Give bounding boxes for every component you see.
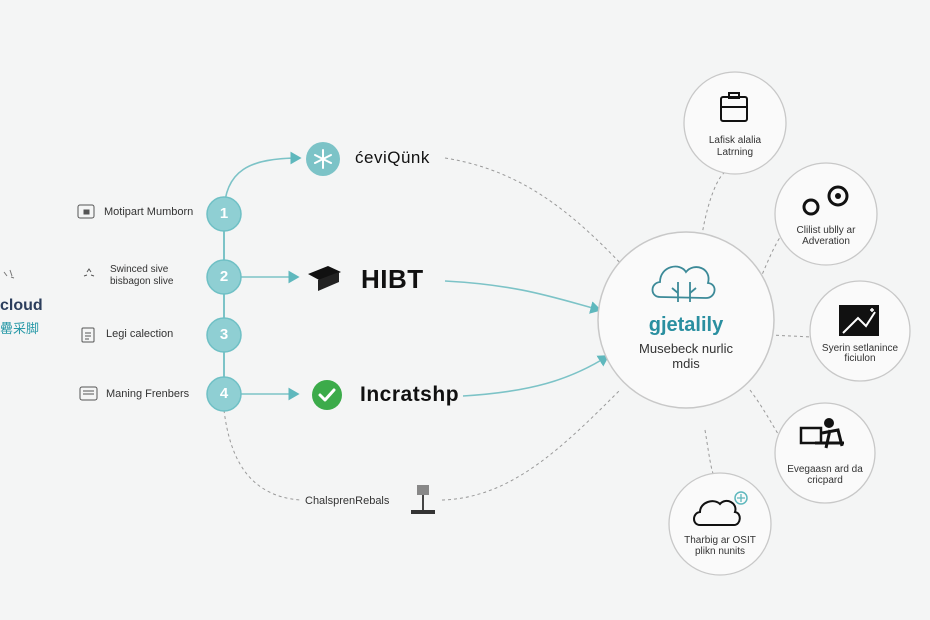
- satellite-circles: [668, 71, 911, 576]
- sat3-line1: Syerin setlanince: [821, 343, 899, 354]
- laptop-icon-lines: [83, 390, 94, 395]
- hub-subtitle-1: Musebeck nurlic: [639, 341, 733, 356]
- sat1-line1: Lafisk alalia: [708, 135, 762, 146]
- node-bottom-title: ChalsprenRebals: [305, 495, 390, 507]
- node-top-title: ćeviQünk: [355, 148, 430, 167]
- hub-subtitle-2: mdis: [672, 356, 700, 371]
- gears-icon: [802, 185, 849, 216]
- sat4-line1: Evegaasn ard da: [787, 464, 863, 475]
- step-circle-3: [206, 317, 242, 353]
- sat5-line1: Tharbig ar OSIT: [684, 535, 756, 546]
- sat3-line2: ficiulon: [844, 353, 876, 364]
- step-label-4: Maning Frenbers: [106, 388, 190, 400]
- sat5-line2: plikn nunits: [694, 546, 746, 557]
- step-icons: [77, 204, 98, 401]
- connector-bottom: [223, 409, 301, 501]
- link-bottom-hub: [441, 389, 621, 501]
- sparkle-icon: [83, 268, 95, 277]
- brand-spark-icon: [3, 269, 15, 279]
- checkmark-badge: [312, 380, 342, 410]
- step-label-2: Swinced sive bisbagon slive: [110, 264, 174, 287]
- step-number-1: 1: [219, 205, 229, 222]
- cloud-gear-icon: [693, 491, 748, 526]
- link-hub-sat4: [749, 389, 783, 441]
- step-label-3: Legi calection: [106, 328, 174, 340]
- link-top-hub: [444, 157, 626, 269]
- link-mid-hub: [444, 280, 602, 314]
- hub-title: gjetalily: [648, 314, 724, 336]
- server-stand-icon: [411, 485, 435, 514]
- step-circle-1: [206, 196, 242, 232]
- link-low-hub: [462, 355, 610, 397]
- document-icon: [81, 327, 95, 343]
- step-circle-4: [206, 376, 242, 412]
- node-lower-title: Incratshp: [360, 383, 460, 406]
- step-number-4: 4: [219, 385, 229, 402]
- graduation-cap-icon: [308, 266, 341, 291]
- step-circles: [206, 196, 242, 412]
- sat2-line2: Adveration: [802, 236, 850, 247]
- step-circle-2: [206, 259, 242, 295]
- link-hub-sat3: [769, 334, 813, 338]
- link-hub-sat5: [704, 429, 719, 481]
- brand-name: cloud: [0, 297, 43, 314]
- sat1-line2: Latrning: [716, 147, 754, 158]
- hub-cloud-tree-icon: [651, 265, 716, 302]
- person-desk-icon: [799, 418, 844, 449]
- briefcase-icon: [720, 92, 748, 122]
- snowflake-icon: [314, 149, 332, 169]
- monitor-icon-dot: [83, 209, 90, 215]
- image-icon: [839, 305, 879, 336]
- step-number-3: 3: [219, 326, 229, 343]
- laptop-icon: [79, 386, 98, 401]
- document-icon-lines: [85, 332, 91, 340]
- checkmark-icon: [318, 388, 336, 402]
- sat2-line1: Clilist ublly ar: [796, 225, 856, 236]
- monitor-icon: [77, 204, 95, 219]
- step-number-2: 2: [219, 268, 229, 285]
- hub-circle: [597, 231, 775, 409]
- node-middle-title: HIBT: [361, 264, 424, 294]
- step-label-1: Motipart Mumborn: [104, 206, 194, 218]
- sat4-line2: cricpard: [807, 475, 843, 486]
- link-hub-sat1: [699, 171, 726, 249]
- brand-subtitle: 罍采脚: [0, 321, 40, 336]
